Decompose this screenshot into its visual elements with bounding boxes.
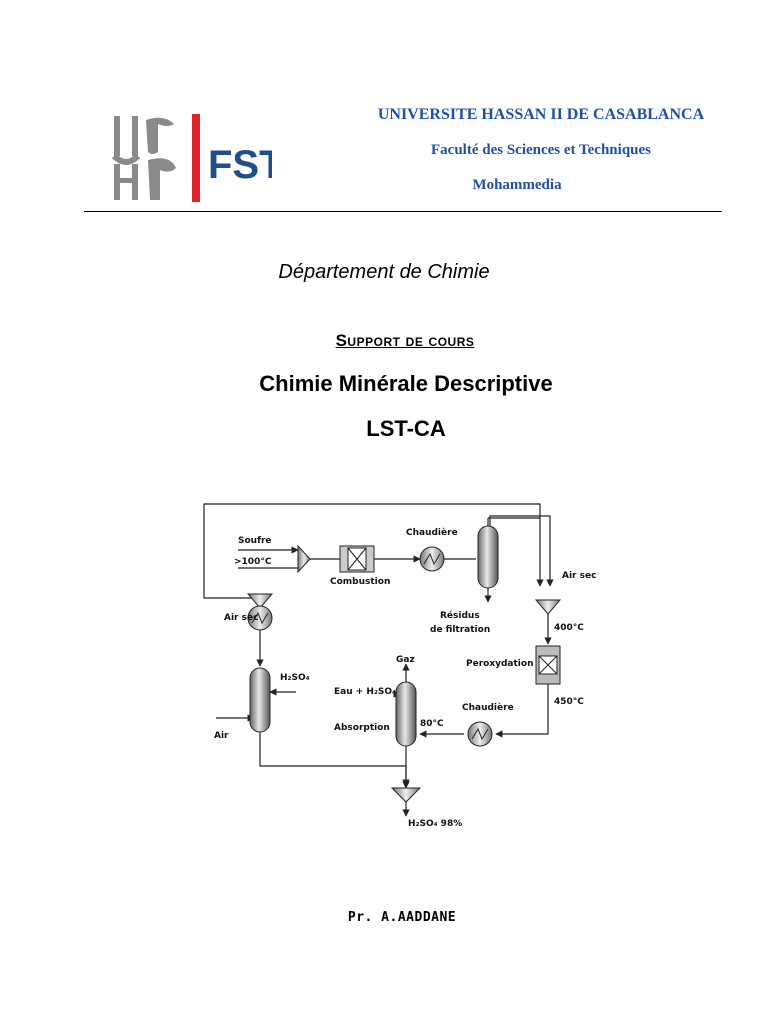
- logo-red-bar: [192, 114, 200, 202]
- department-title: Département de Chimie: [278, 261, 490, 283]
- course-title: Chimie Minérale Descriptive: [259, 371, 553, 396]
- product-funnel-icon: [390, 787, 422, 803]
- filter-vessel-icon: [477, 525, 499, 589]
- process-flow-diagram: Soufre >100°C Combustion Chaudière Air s…: [203, 503, 596, 829]
- label-h2so4: H₂SO₄: [280, 673, 310, 683]
- heat-exchanger-top-icon: [419, 546, 445, 572]
- heat-exchanger-bottom-icon: [467, 721, 493, 747]
- uh2-emblem: [112, 116, 176, 200]
- label-gaz: Gaz: [396, 655, 415, 665]
- drying-column-icon: [249, 667, 271, 733]
- label-chaudiere-bottom: Chaudière: [462, 702, 514, 713]
- author-name: Pr. A.AADDANE: [347, 910, 457, 925]
- label-product: H₂SO₄ 98%: [408, 819, 462, 829]
- heat-exchanger-left-icon: [247, 605, 273, 631]
- label-chaudiere-top: Chaudière: [406, 527, 458, 538]
- label-combustion: Combustion: [330, 577, 390, 587]
- absorption-column-icon: [395, 681, 417, 747]
- city-name: Mohammedia: [472, 177, 562, 193]
- flow-lines: [203, 503, 554, 817]
- label-absorption: Absorption: [334, 723, 390, 733]
- label-air-sec-right: Air sec: [562, 571, 596, 581]
- diagram-labels: Soufre >100°C Combustion Chaudière Air s…: [214, 527, 596, 829]
- label-air-sec-left: Air sec: [224, 613, 258, 623]
- faculty-name: Faculté des Sciences et Techniques: [431, 142, 651, 158]
- university-logo: FST: [112, 114, 272, 202]
- label-temp-450: 450°C: [554, 697, 584, 707]
- label-eau-h2so4: Eau + H₂SO₄: [334, 687, 396, 697]
- support-label: Support de cours: [335, 331, 475, 350]
- label-temp-80: 80°C: [420, 719, 444, 729]
- label-temp-400: 400°C: [554, 623, 584, 633]
- course-code: LST-CA: [366, 416, 446, 441]
- label-peroxydation: Peroxydation: [466, 659, 534, 669]
- combustion-reactor-icon: [339, 545, 375, 573]
- logo-fst-text: FST: [208, 143, 272, 187]
- label-residus: Résidus: [440, 610, 480, 621]
- label-soufre: Soufre: [238, 536, 272, 546]
- header-divider: [84, 211, 722, 212]
- mixer-right-icon: [534, 599, 562, 615]
- label-air: Air: [214, 731, 229, 741]
- label-de-filtration: de filtration: [430, 625, 490, 635]
- university-name: UNIVERSITE HASSAN II DE CASABLANCA: [377, 106, 705, 123]
- peroxydation-reactor-icon: [535, 645, 561, 685]
- label-temp-100: >100°C: [234, 557, 272, 567]
- mixer-left-icon: [246, 593, 274, 609]
- mixer-icon: [297, 544, 311, 574]
